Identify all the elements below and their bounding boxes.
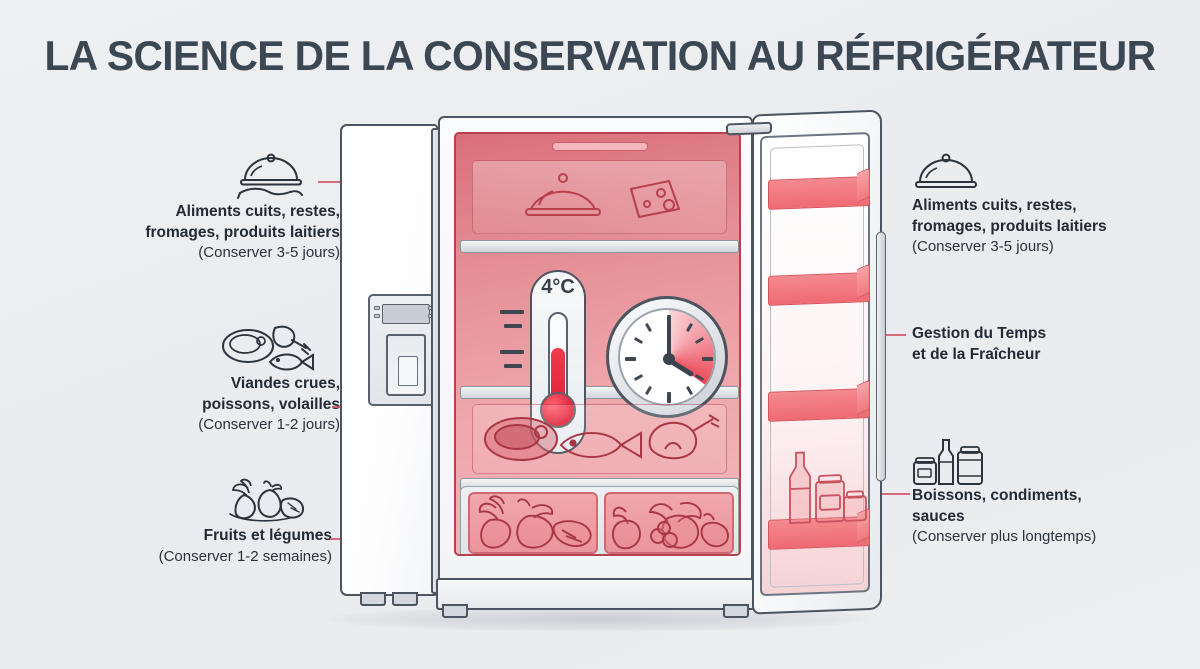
- fruits-icons: [612, 502, 729, 550]
- thermometer-tick: [504, 364, 522, 368]
- callout-line-1: Aliments cuits, restes,: [175, 203, 340, 220]
- clock-mark-9: [625, 357, 636, 361]
- callout-line-2: sauces: [912, 507, 965, 525]
- door-handle[interactable]: [876, 231, 886, 482]
- interior-light: [552, 142, 648, 151]
- door-bin[interactable]: [768, 387, 870, 422]
- cloche-serving-hand-icon: [237, 153, 303, 199]
- callout-duration: (Conserver 3-5 jours): [912, 238, 1054, 256]
- thermometer: 4°C: [530, 270, 586, 454]
- door-bottles-jars-icons: [789, 451, 867, 524]
- shelf-zone-raw-meats: [472, 404, 727, 474]
- callout-duration: (Conserver 3-5 jours): [198, 244, 340, 262]
- appliance-foot: [392, 592, 418, 606]
- dispenser-button[interactable]: [374, 314, 380, 318]
- thermometer-tick: [500, 310, 524, 314]
- clock-mark-12: [667, 315, 671, 326]
- dispenser-display: [382, 304, 430, 324]
- door-bin[interactable]: [768, 271, 870, 306]
- clock-face: [618, 308, 716, 406]
- steak-fish-poultry-icon: [222, 325, 314, 371]
- callout-cooked-foods: Aliments cuits, restes, fromages, produi…: [92, 152, 340, 263]
- callout-duration: (Conserver 1-2 jours): [198, 416, 340, 434]
- callout-fruits-vegetables: Fruits et légumes (Conserver 1-2 semaine…: [112, 478, 332, 567]
- callout-beverages: Boissons, condiments, sauces (Conserver …: [912, 438, 1172, 547]
- door-panel: [726, 109, 886, 615]
- thermometer-bulb: [540, 392, 576, 428]
- fruits-vegetables-icon: [229, 478, 305, 522]
- clock: [606, 296, 728, 418]
- callout-line-1: Gestion du Temps: [912, 325, 1047, 342]
- top-shelf-food-icons: [525, 173, 681, 219]
- door-hinge: [726, 121, 772, 136]
- freezer-door: [340, 124, 451, 606]
- thermometer-tick: [500, 350, 524, 354]
- bottles-jars-icon: [913, 439, 983, 485]
- clock-mark-6: [667, 392, 671, 403]
- dispenser-button[interactable]: [374, 306, 380, 310]
- clock-minute-hand: [667, 324, 671, 360]
- callout-line-1: Aliments cuits, restes,: [912, 197, 1077, 214]
- callout-time-freshness: Gestion du Temps et de la Fraîcheur: [912, 324, 1142, 365]
- callout-line-2: fromages, produits laitiers: [912, 217, 1107, 235]
- page-title: LA SCIENCE DE LA CONSERVATION AU RÉFRIGÉ…: [44, 32, 1156, 79]
- callout-line-1: Fruits et légumes: [203, 527, 332, 544]
- appliance-foot: [360, 592, 386, 606]
- ice-water-dispenser[interactable]: [368, 294, 440, 406]
- callout-line-1: Boissons, condiments,: [912, 487, 1082, 504]
- crisper-drawer-fruits[interactable]: [604, 492, 734, 554]
- shelf-zone-cooked-foods: [472, 160, 727, 234]
- callout-duration: (Conserver plus longtemps): [912, 528, 1097, 546]
- clock-mark-3: [702, 357, 713, 361]
- callout-line-1: Viandes crues,: [230, 375, 340, 392]
- cloche-icon: [915, 153, 977, 188]
- callout-raw-meats: Viandes crues, poissons, volailles (Cons…: [152, 322, 340, 435]
- callout-line-2: et de la Fraîcheur: [912, 345, 1041, 363]
- temperature-label: 4°C: [541, 276, 575, 298]
- dispenser-lever[interactable]: [398, 356, 418, 386]
- appliance-foot: [723, 604, 749, 618]
- cabinet-base: [436, 578, 755, 618]
- thermometer-tick: [504, 324, 522, 328]
- callout-duration: (Conserver 1-2 semaines): [158, 547, 332, 565]
- meat-shelf-icons: [484, 414, 720, 461]
- vegetables-icons: [478, 495, 592, 549]
- refrigerator-interior: 4°C: [454, 132, 741, 556]
- door-bin[interactable]: [768, 175, 870, 210]
- callout-line-2: fromages, produits laitiers: [145, 223, 340, 241]
- refrigerator-door: [726, 108, 890, 616]
- callout-line-2: poissons, volailles: [202, 395, 340, 413]
- shelf-divider-top: [460, 240, 739, 253]
- crisper-drawer-vegetables[interactable]: [468, 492, 598, 554]
- refrigerator-cabinet: 4°C: [438, 116, 753, 602]
- appliance-foot: [442, 604, 468, 618]
- door-inner-liner: [760, 131, 870, 597]
- callout-cooked-foods-door: Aliments cuits, restes, fromages, produi…: [912, 152, 1172, 257]
- refrigerator-illustration: 4°C: [318, 108, 890, 632]
- clock-center-pin: [663, 353, 675, 365]
- dispenser-well: [386, 334, 426, 396]
